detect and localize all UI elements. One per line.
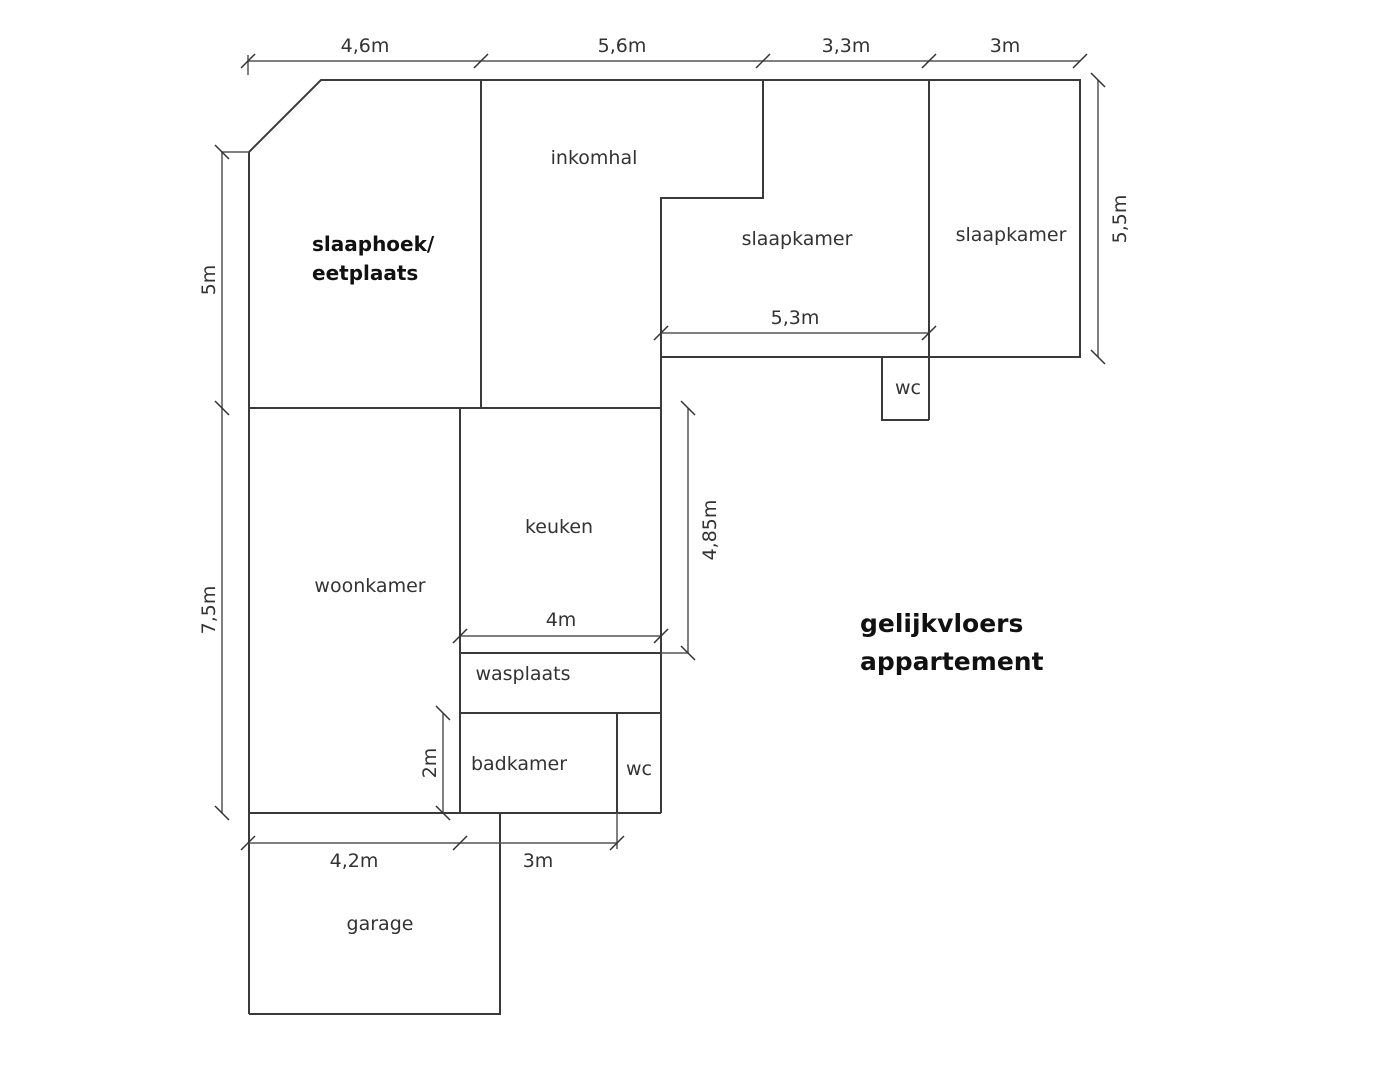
- room-wc-lower: wc: [626, 758, 652, 780]
- title-line-2: appartement: [860, 647, 1044, 676]
- room-slaaphoek-line1: slaaphoek/: [312, 232, 435, 256]
- dimension-labels: 4,6m 5,6m 3,3m 3m 5m 7,5m 5,5m 5,3m 4,85…: [198, 35, 1131, 872]
- room-slaaphoek-line2: eetplaats: [312, 261, 418, 285]
- dim-right: 5,5m: [1109, 195, 1131, 244]
- plan-title: gelijkvloers appartement: [860, 609, 1044, 676]
- dim-top-4: 3m: [990, 35, 1021, 57]
- dim-bathroom-height: 2m: [419, 748, 441, 779]
- title-line-1: gelijkvloers: [860, 609, 1023, 638]
- room-labels: slaaphoek/ eetplaats inkomhal slaapkamer…: [312, 147, 1067, 935]
- walls: [248, 79, 1081, 1015]
- dim-top-1: 4,6m: [341, 35, 390, 57]
- room-inkomhal: inkomhal: [551, 147, 638, 169]
- dim-bottom-2: 3m: [523, 850, 554, 872]
- dim-bottom-1: 4,2m: [330, 850, 379, 872]
- room-badkamer: badkamer: [471, 753, 567, 775]
- dim-kitchen-width: 4m: [546, 609, 577, 631]
- dim-top-3: 3,3m: [822, 35, 871, 57]
- room-wasplaats: wasplaats: [475, 663, 570, 685]
- dim-bedroom-width: 5,3m: [771, 307, 820, 329]
- dim-top-2: 5,6m: [598, 35, 647, 57]
- room-woonkamer: woonkamer: [314, 575, 425, 597]
- room-garage: garage: [347, 913, 414, 935]
- dim-left-lower: 7,5m: [198, 586, 220, 635]
- dim-kitchen-height: 4,85m: [699, 500, 721, 561]
- room-slaapkamer-1: slaapkamer: [742, 228, 853, 250]
- room-wc-upper: wc: [895, 377, 921, 399]
- room-slaapkamer-2: slaapkamer: [956, 224, 1067, 246]
- dim-left-upper: 5m: [198, 265, 220, 296]
- dimension-lines: [214, 53, 1106, 851]
- room-keuken: keuken: [525, 516, 593, 538]
